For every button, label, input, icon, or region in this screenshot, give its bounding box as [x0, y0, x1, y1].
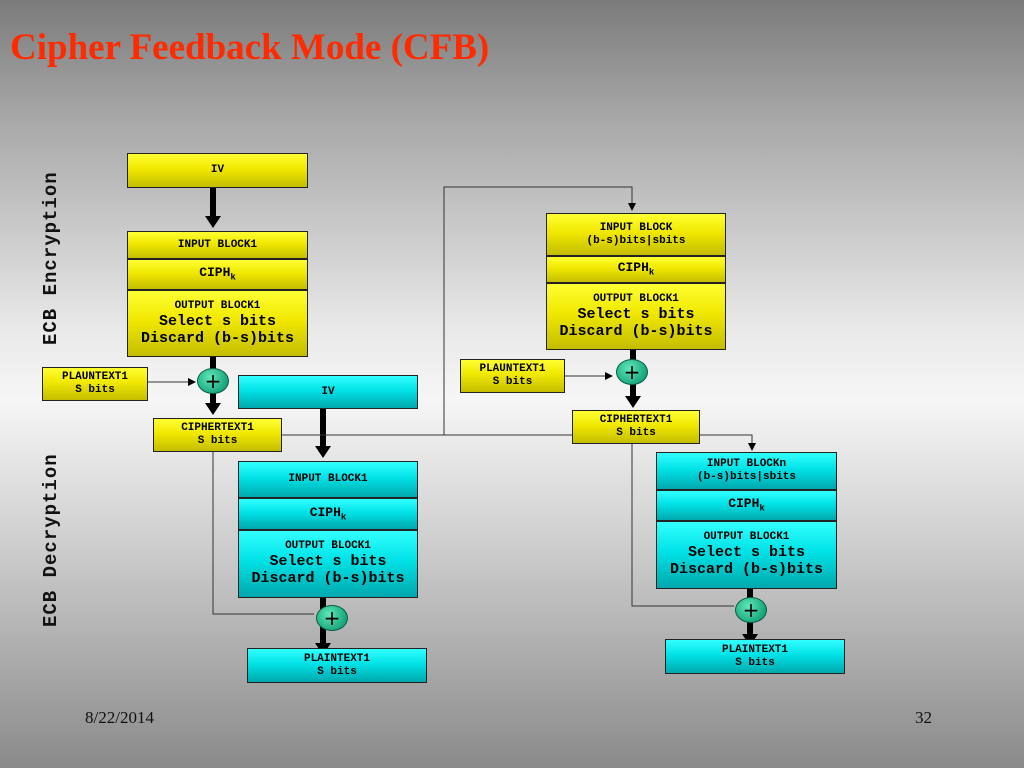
enc-plaintext1-label: PLAUNTEXT1: [61, 371, 128, 384]
side-label-encryption: ECB Encryption: [40, 171, 62, 345]
enc-plaintext1-bits: S bits: [75, 384, 115, 396]
enc-ciphertext1-label: CIPHERTEXT1: [181, 422, 254, 435]
dec-plaintext2-bits: S bits: [735, 656, 775, 669]
dec-output-discardn: Discard (b-s)bits: [669, 561, 824, 579]
enc-iv-label: IV: [210, 164, 225, 177]
enc-ciphertext1-box: CIPHERTEXT1 S bits: [153, 418, 282, 452]
dec-ciph-label1: CIPHk: [309, 504, 347, 523]
slide-title: Cipher Feedback Mode (CFB): [10, 27, 490, 68]
enc-input-block2: INPUT BLOCK (b-s)bits|sbits: [546, 213, 726, 256]
enc-xor1-icon: +: [197, 368, 229, 394]
enc-output-discard2: Discard (b-s)bits: [559, 322, 713, 340]
dec-plaintext1-label: PLAINTEXT1: [303, 652, 370, 665]
dec-output-selectn: Select s bits: [687, 544, 806, 562]
enc-output-select2: Select s bits: [577, 305, 695, 323]
dec-plaintext1-bits: S bits: [317, 665, 357, 678]
enc-output-title2: OUTPUT BLOCK1: [593, 292, 679, 305]
enc-ciph-box1: CIPHk: [127, 259, 308, 290]
enc-ciphertext2-bits: S bits: [616, 427, 656, 439]
dec-input-block1-label: INPUT BLOCK1: [288, 473, 368, 486]
dec-iv-box: IV: [238, 375, 418, 409]
enc-plaintext1-box: PLAUNTEXT1 S bits: [42, 367, 148, 401]
dec-output-discard1: Discard (b-s)bits: [251, 570, 405, 588]
enc-output-select1: Select s bits: [158, 312, 277, 330]
dec-ciph-boxn: CIPHk: [656, 490, 837, 521]
dec-ciph-labeln: CIPHk: [728, 496, 765, 514]
enc-plaintext2-label: PLAUNTEXT1: [479, 363, 546, 376]
enc-output-block2: OUTPUT BLOCK1 Select s bits Discard (b-s…: [546, 283, 726, 350]
dec-output-block1: OUTPUT BLOCK1 Select s bits Discard (b-s…: [238, 530, 418, 598]
enc-output-discard1: Discard (b-s)bits: [140, 329, 295, 347]
dec-xor1-icon: +: [316, 605, 348, 631]
side-label-decryption: ECB Decryption: [40, 453, 62, 627]
dec-input-block1: INPUT BLOCK1: [238, 461, 418, 498]
dec-ciph-box1: CIPHk: [238, 498, 418, 530]
dec-plaintext2-label: PLAINTEXT1: [721, 643, 788, 656]
enc-ciph-label2: CIPHk: [617, 260, 655, 278]
dec-plaintext2-box: PLAINTEXT1 S bits: [665, 639, 845, 674]
enc-ciphertext2-label: CIPHERTEXT1: [599, 414, 673, 427]
dec-output-blockn: OUTPUT BLOCK1 Select s bits Discard (b-s…: [656, 521, 837, 589]
enc-xor2-icon: +: [616, 359, 648, 385]
slide-page-number: 32: [915, 708, 932, 727]
dec-input-blockn: INPUT BLOCKn (b-s)bits|sbits: [656, 452, 837, 490]
dec-output-titlen: OUTPUT BLOCK1: [703, 531, 790, 544]
dec-output-title1: OUTPUT BLOCK1: [285, 540, 371, 553]
enc-ciphertext2-box: CIPHERTEXT1 S bits: [572, 410, 700, 444]
dec-input-blockn-bits: (b-s)bits|sbits: [696, 471, 797, 483]
dec-output-select1: Select s bits: [269, 553, 387, 571]
dec-iv-label: IV: [321, 385, 335, 398]
enc-input-block2-bits: (b-s)bits|sbits: [586, 234, 686, 247]
enc-output-block1: OUTPUT BLOCK1 Select s bits Discard (b-s…: [127, 290, 308, 357]
enc-plaintext2-bits: S bits: [492, 376, 533, 388]
enc-input-block1: INPUT BLOCK1: [127, 231, 308, 259]
slide-date: 8/22/2014: [85, 708, 154, 727]
enc-ciphertext1-bits: S bits: [197, 435, 238, 447]
dec-xor2-icon: +: [735, 597, 767, 623]
enc-input-block1-label: INPUT BLOCK1: [177, 238, 258, 251]
dec-input-blockn-label: INPUT BLOCKn: [706, 458, 787, 471]
enc-ciph-label1: CIPHk: [199, 265, 236, 283]
enc-input-block2-label: INPUT BLOCK: [599, 221, 673, 234]
enc-iv-box: IV: [127, 153, 308, 188]
enc-ciph-box2: CIPHk: [546, 256, 726, 283]
enc-output-title1: OUTPUT BLOCK1: [174, 299, 261, 312]
enc-plaintext2-box: PLAUNTEXT1 S bits: [460, 359, 565, 393]
dec-plaintext1-box: PLAINTEXT1 S bits: [247, 648, 427, 683]
